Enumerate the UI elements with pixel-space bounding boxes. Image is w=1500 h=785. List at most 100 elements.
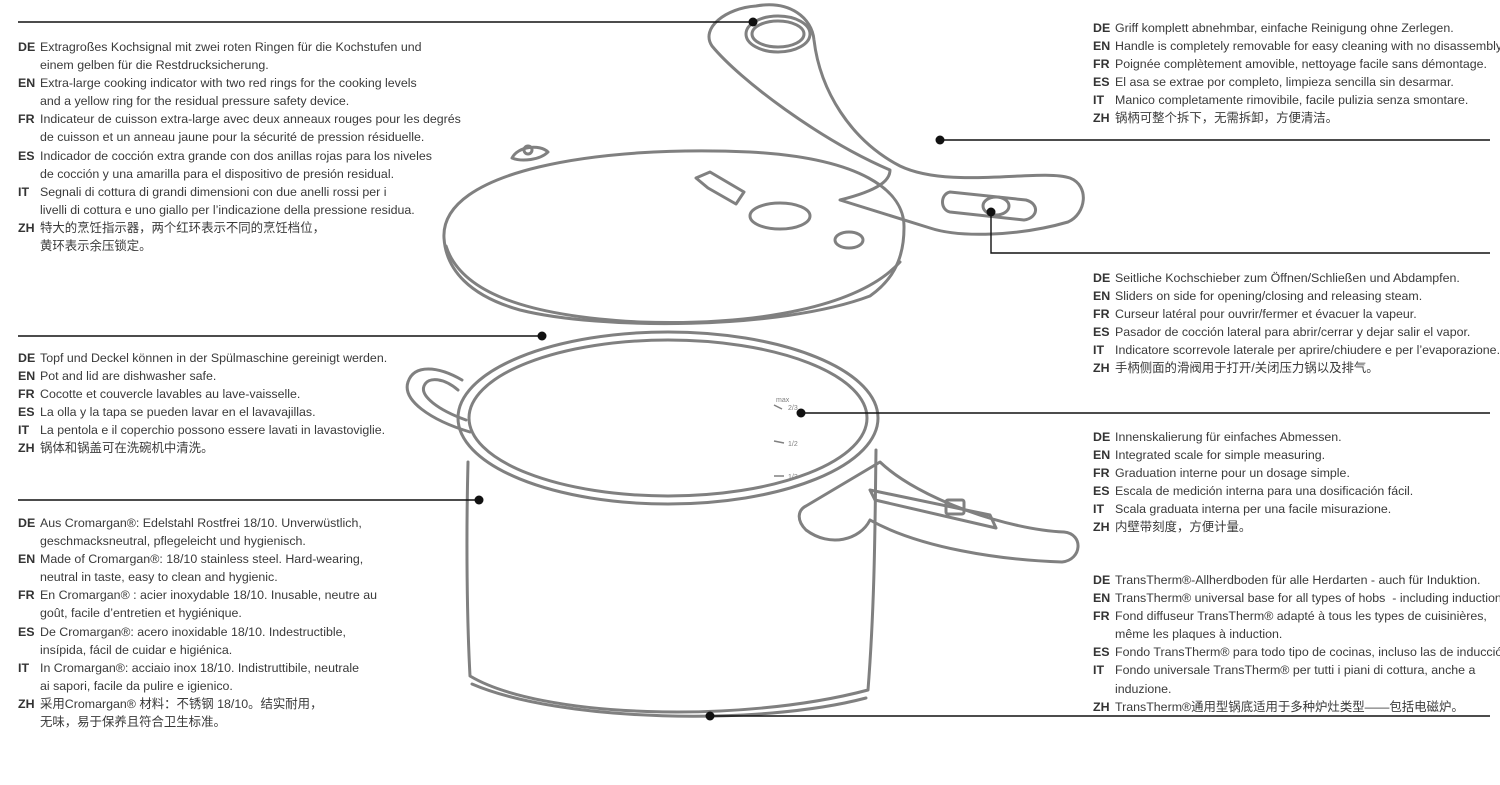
language-code: [1093, 680, 1115, 698]
callout-text: In Cromargan®: acciaio inox 18/10. Indis…: [40, 660, 360, 675]
callout-line: EN Pot and lid are dishwasher safe.: [18, 367, 387, 385]
callout-text: Manico completamente rimovibile, facile …: [1115, 93, 1469, 108]
language-code: IT: [1093, 343, 1105, 358]
language-code: [18, 568, 40, 586]
language-code: ES: [1093, 325, 1110, 340]
language-code: DE: [1093, 430, 1111, 444]
language-code: DE: [18, 351, 36, 365]
language-code: IT: [1093, 663, 1105, 678]
scale-label-third: 1/3: [788, 474, 798, 481]
language-code: [18, 641, 40, 659]
language-code: ES: [18, 405, 35, 420]
language-code: FR: [1093, 307, 1110, 322]
language-code: FR: [1093, 466, 1110, 481]
language-code: [18, 56, 40, 74]
callout-text: Fond diffuseur TransTherm® adapté à tous…: [1115, 609, 1487, 624]
callout-text: 黄环表示余压锁定。: [40, 239, 152, 254]
language-code: FR: [18, 387, 35, 402]
callout-text: El asa se extrae por completo, limpieza …: [1115, 75, 1454, 90]
leader-sliders: [990, 212, 1490, 254]
callout-line: ES Pasador de cocción lateral para abrir/…: [1093, 323, 1500, 341]
callout-text: TransTherm®-Allherdboden für alle Herdar…: [1115, 573, 1481, 587]
dot-scale: [796, 408, 806, 418]
language-code: DE: [1093, 271, 1111, 285]
slider-housing: [941, 190, 1037, 222]
callout-line: FR Fond diffuseur TransTherm® adapté à to…: [1093, 607, 1500, 625]
callout-line: einem gelben für die Restdrucksicherung.: [18, 56, 461, 74]
callout-line: de cocción y una amarilla para el dispos…: [18, 165, 461, 183]
lid-indicator-base: [510, 145, 550, 162]
language-code: FR: [18, 588, 35, 603]
callout-removable-handle: DE Griff komplett abnehmbar, einfache Rei…: [1093, 19, 1500, 128]
callout-text: 采用Cromargan® 材料：不锈钢 18/10。结实耐用，: [40, 696, 323, 711]
callout-text: neutral in taste, easy to clean and hygi…: [40, 570, 278, 585]
callout-line: induzione.: [1093, 680, 1500, 698]
callout-text: Cocotte et couvercle lavables au lave-va…: [40, 387, 301, 402]
callout-text: même les plaques à induction.: [1115, 627, 1283, 642]
language-code: ZH: [1093, 520, 1110, 535]
callout-text: 特大的烹饪指示器，两个红环表示不同的烹饪档位，: [40, 220, 325, 235]
language-code: ES: [1093, 645, 1110, 660]
callout-text: Integrated scale for simple measuring.: [1115, 448, 1326, 463]
language-code: DE: [18, 516, 36, 530]
language-code: DE: [1093, 21, 1111, 35]
language-code: DE: [18, 40, 36, 54]
callout-text: Innenskalierung für einfaches Abmessen.: [1115, 430, 1342, 444]
language-code: FR: [1093, 57, 1110, 72]
callout-text: Segnali di cottura di grandi dimensioni …: [40, 184, 387, 199]
slider-knob: [981, 195, 1011, 217]
callout-text: 手柄侧面的滑阀用于打开/关闭压力锅以及排气。: [1115, 361, 1379, 376]
pot-main-handle: [797, 460, 1080, 564]
dot-dishwasher: [537, 331, 547, 341]
callout-text: Pasador de cocción lateral para abrir/ce…: [1115, 325, 1471, 340]
lid: [442, 149, 906, 326]
pot-illustration: [405, 3, 1085, 718]
dot-handle: [935, 135, 945, 145]
language-code: EN: [1093, 289, 1111, 304]
callout-text: insípida, fácil de cuidar e higiénica.: [40, 642, 233, 657]
callout-text: En Cromargan® : acier inoxydable 18/10. …: [40, 588, 377, 603]
callout-text: TransTherm®通用型锅底适用于多种炉灶类型——包括电磁炉。: [1115, 699, 1464, 714]
callout-text: livelli di cottura e uno giallo per l’in…: [40, 202, 415, 217]
callout-line: FR Cocotte et couvercle lavables au lave-…: [18, 385, 387, 403]
callout-text: Pot and lid are dishwasher safe.: [40, 369, 217, 384]
language-code: FR: [1093, 609, 1110, 624]
language-code: [18, 713, 40, 731]
callout-text: Topf und Deckel können in der Spülmaschi…: [40, 351, 388, 365]
language-code: [18, 532, 40, 550]
language-code: IT: [18, 184, 30, 199]
callout-text: Aus Cromargan®: Edelstahl Rostfrei 18/10…: [40, 516, 362, 530]
language-code: [18, 237, 40, 255]
callout-text: Extragroßes Kochsignal mit zwei roten Ri…: [40, 40, 422, 54]
language-code: EN: [18, 369, 36, 384]
leader-lines: [18, 21, 1490, 717]
callout-dishwasher-safe: DE Topf und Deckel können in der Spülmasc…: [18, 349, 387, 458]
callout-line: ai sapori, facile da pulire e igienico.: [18, 677, 377, 695]
scale-label-max: max: [776, 397, 790, 404]
callout-text: Indicatore scorrevole laterale per aprir…: [1115, 343, 1500, 358]
language-code: IT: [1093, 93, 1105, 108]
language-code: [18, 92, 40, 110]
language-code: [18, 201, 40, 219]
callout-text: Griff komplett abnehmbar, einfache Reini…: [1115, 21, 1454, 35]
scale-label-two-thirds: 2/3: [788, 405, 798, 412]
callout-line: goût, facile d’entretien et hygiénique.: [18, 604, 377, 622]
callout-text: de cocción y una amarilla para el dispos…: [40, 166, 395, 181]
callout-line: IT Indicatore scorrevole laterale per apr…: [1093, 341, 1500, 359]
leader-dots: [474, 17, 996, 721]
callout-line: livelli di cottura e uno giallo per l’in…: [18, 201, 461, 219]
language-code: [18, 604, 40, 622]
callout-text: goût, facile d’entretien et hygiénique.: [40, 606, 242, 621]
